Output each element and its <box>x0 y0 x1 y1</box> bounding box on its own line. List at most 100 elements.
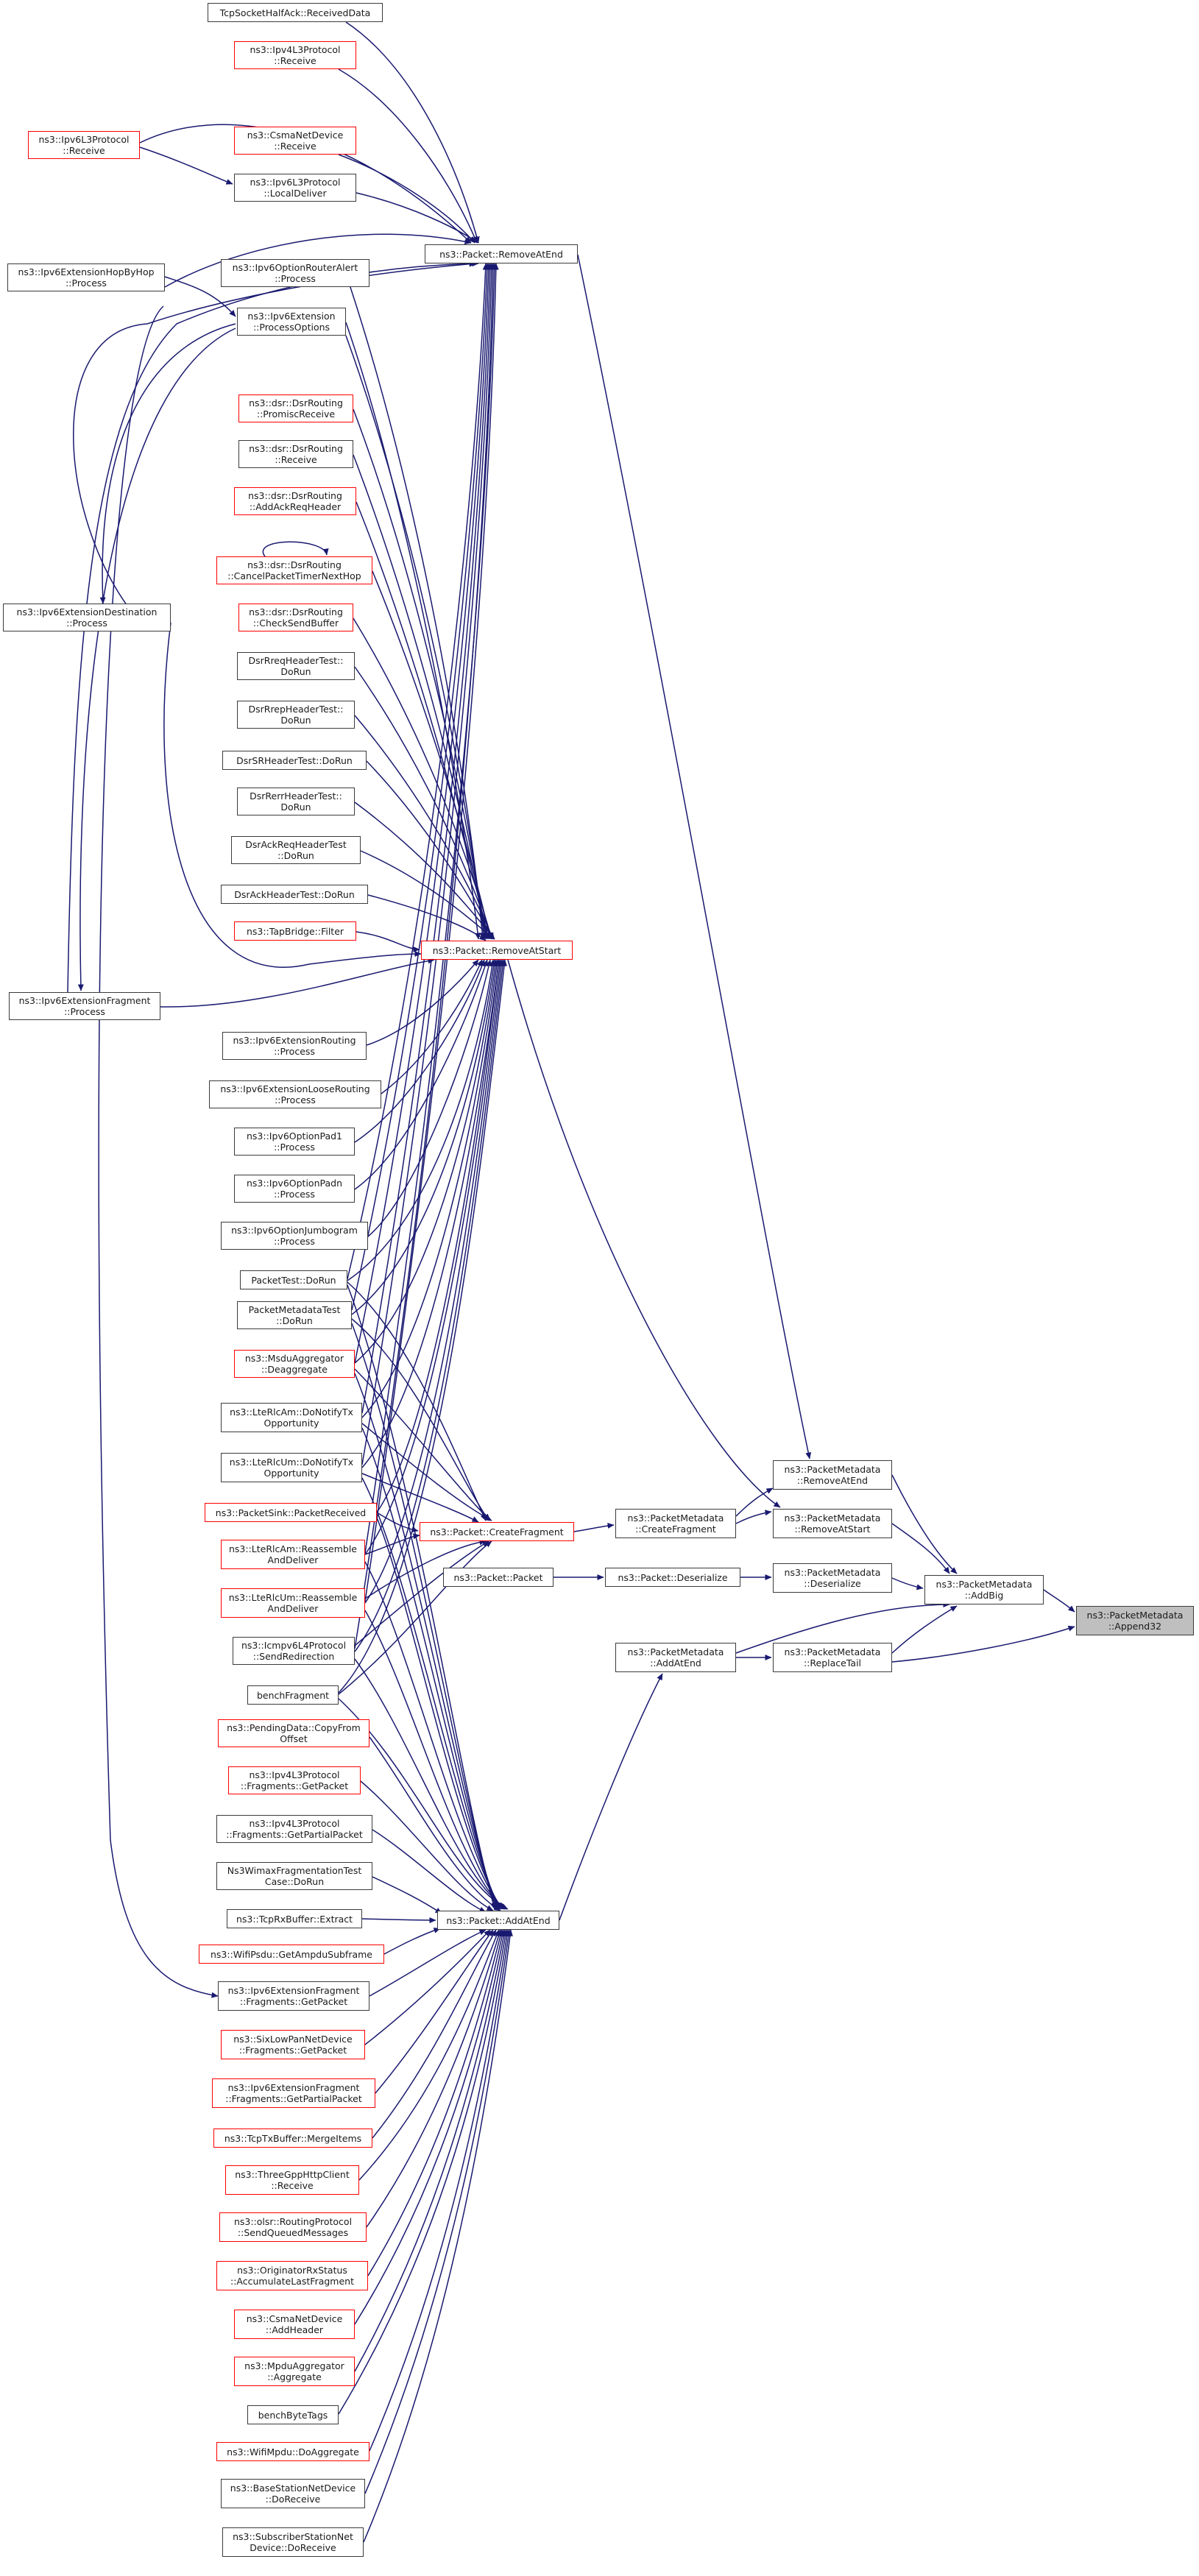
node-label: ns3::WifiPsdu::GetAmpduSubframe <box>210 1948 372 1960</box>
node-ipv6-extension-process-options[interactable]: ns3::Ipv6Extension ::ProcessOptions <box>237 308 346 336</box>
node-dsr-routing-check-send-buffer[interactable]: ns3::dsr::DsrRouting ::CheckSendBuffer <box>238 604 353 631</box>
node-ipv6l3protocol-local-deliver[interactable]: ns3::Ipv6L3Protocol ::LocalDeliver <box>234 174 356 202</box>
node-sixlowpan-net-device-fragments-get-packet[interactable]: ns3::SixLowPanNetDevice ::Fragments::Get… <box>221 2030 365 2059</box>
node-label: ns3::Ipv6ExtensionLooseRouting ::Process <box>220 1083 370 1105</box>
node-packet-metadata-test-do-run[interactable]: PacketMetadataTest ::DoRun <box>237 1301 352 1329</box>
call-edge <box>361 263 493 1414</box>
node-ipv6-option-pad1-process[interactable]: ns3::Ipv6OptionPad1 ::Process <box>234 1128 355 1156</box>
call-edge <box>364 1533 420 1555</box>
call-edge <box>372 1829 487 1913</box>
call-edge <box>351 263 490 1311</box>
node-packet-packet[interactable]: ns3::Packet::Packet <box>443 1568 553 1587</box>
node-mpdu-aggregator-aggregate[interactable]: ns3::MpduAggregator ::Aggregate <box>234 2357 355 2386</box>
node-ipv6-extension-fragment-fragments-get-partial-packet[interactable]: ns3::Ipv6ExtensionFragment ::Fragments::… <box>212 2078 375 2108</box>
node-base-station-net-device-do-receive[interactable]: ns3::BaseStationNetDevice ::DoReceive <box>221 2479 365 2508</box>
call-edge <box>354 263 492 1364</box>
node-packet-test-do-run[interactable]: PacketTest::DoRun <box>240 1270 347 1289</box>
node-wifi-mpdu-do-aggregate[interactable]: ns3::WifiMpdu::DoAggregate <box>216 2442 369 2461</box>
node-pending-data-copy-from-offset[interactable]: ns3::PendingData::CopyFrom Offset <box>218 1719 369 1747</box>
node-ipv6-option-router-alert-process[interactable]: ns3::Ipv6OptionRouterAlert ::Process <box>221 259 369 287</box>
node-dsr-rrep-header-test-do-run[interactable]: DsrRrepHeaderTest:: DoRun <box>237 701 355 729</box>
node-ipv6-extension-destination-process[interactable]: ns3::Ipv6ExtensionDestination ::Process <box>3 604 171 631</box>
node-dsr-ack-req-header-test-do-run[interactable]: DsrAckReqHeaderTest ::DoRun <box>231 836 361 864</box>
node-packet-metadata-add-at-end[interactable]: ns3::PacketMetadata ::AddAtEnd <box>615 1643 736 1672</box>
node-packet-add-at-end[interactable]: ns3::Packet::AddAtEnd <box>437 1911 559 1930</box>
node-tcp-socket-half-ack-received-data[interactable]: TcpSocketHalfAck::ReceivedData <box>208 3 383 22</box>
node-packet-metadata-remove-at-end[interactable]: ns3::PacketMetadata ::RemoveAtEnd <box>773 1460 892 1490</box>
node-ipv6l3protocol-receive[interactable]: ns3::Ipv6L3Protocol ::Receive <box>28 131 140 159</box>
node-ipv6-option-jumbogram-process[interactable]: ns3::Ipv6OptionJumbogram ::Process <box>221 1222 368 1250</box>
node-label: ns3::ThreeGppHttpClient ::Receive <box>235 2169 350 2191</box>
node-lte-rlc-am-reassemble-and-deliver[interactable]: ns3::LteRlcAm::Reassemble AndDeliver <box>221 1540 365 1569</box>
node-packet-create-fragment[interactable]: ns3::Packet::CreateFragment <box>420 1522 574 1541</box>
node-packet-deserialize[interactable]: ns3::Packet::Deserialize <box>605 1568 740 1587</box>
node-dsr-sr-header-test-do-run[interactable]: DsrSRHeaderTest::DoRun <box>222 751 367 770</box>
node-lte-rlc-um-reassemble-and-deliver[interactable]: ns3::LteRlcUm::Reassemble AndDeliver <box>221 1588 365 1618</box>
node-packet-sink-packet-received[interactable]: ns3::PacketSink::PacketReceived <box>205 1503 377 1522</box>
node-subscriber-station-net-device-do-receive[interactable]: ns3::SubscriberStationNet Device::DoRece… <box>222 2527 364 2557</box>
node-label: DsrAckHeaderTest::DoRun <box>234 888 355 900</box>
node-dsr-routing-promisc-receive[interactable]: ns3::dsr::DsrRouting ::PromiscReceive <box>238 394 353 422</box>
call-edge <box>364 959 503 1555</box>
node-label: ns3::PacketMetadata ::Append32 <box>1086 1610 1184 1632</box>
node-packet-metadata-deserialize[interactable]: ns3::PacketMetadata ::Deserialize <box>773 1563 892 1593</box>
call-edge <box>347 1281 487 1521</box>
node-ipv6-option-padn-process[interactable]: ns3::Ipv6OptionPadn ::Process <box>234 1175 355 1203</box>
node-dsr-routing-receive[interactable]: ns3::dsr::DsrRouting ::Receive <box>238 440 353 468</box>
call-edge <box>354 666 493 940</box>
node-label: ns3::PacketMetadata ::ReplaceTail <box>784 1646 881 1669</box>
node-icmpv6-l4-protocol-send-redirection[interactable]: ns3::Icmpv6L4Protocol ::SendRedirection <box>233 1637 355 1665</box>
node-ipv6-extension-routing-process[interactable]: ns3::Ipv6ExtensionRouting ::Process <box>222 1032 367 1060</box>
node-dsr-rreq-header-test-do-run[interactable]: DsrRreqHeaderTest:: DoRun <box>237 652 355 680</box>
node-lte-rlc-um-do-notify-tx-opportunity[interactable]: ns3::LteRlcUm::DoNotifyTx Opportunity <box>221 1453 362 1482</box>
node-packet-metadata-add-big[interactable]: ns3::PacketMetadata ::AddBig <box>924 1575 1044 1604</box>
node-csma-net-device-add-header[interactable]: ns3::CsmaNetDevice ::AddHeader <box>234 2310 355 2339</box>
node-three-gpp-http-client-receive[interactable]: ns3::ThreeGppHttpClient ::Receive <box>225 2165 359 2195</box>
node-label: ns3::CsmaNetDevice ::Receive <box>247 130 344 152</box>
call-edge <box>577 254 812 1459</box>
node-label: ns3::PacketMetadata ::CreateFragment <box>627 1512 724 1535</box>
node-ns3-wimax-fragmentation-test-case-do-run[interactable]: Ns3WimaxFragmentationTest Case::DoRun <box>216 1862 372 1890</box>
node-label: ns3::Packet::RemoveAtStart <box>432 944 562 956</box>
node-tap-bridge-filter[interactable]: ns3::TapBridge::Filter <box>234 921 356 941</box>
node-ipv4l3protocol-fragments-get-partial-packet[interactable]: ns3::Ipv4L3Protocol ::Fragments::GetPart… <box>216 1815 372 1843</box>
call-edge <box>354 1373 498 1910</box>
node-ipv6-extension-fragment-process[interactable]: ns3::Ipv6ExtensionFragment ::Process <box>9 992 160 1020</box>
node-msdu-aggregator-deaggregate[interactable]: ns3::MsduAggregator ::Deaggregate <box>234 1350 355 1378</box>
node-label: DsrAckReqHeaderTest ::DoRun <box>245 839 347 861</box>
node-ipv4l3protocol-fragments-get-packet[interactable]: ns3::Ipv4L3Protocol ::Fragments::GetPack… <box>228 1766 361 1794</box>
call-edge <box>366 760 494 940</box>
node-packet-remove-at-end[interactable]: ns3::Packet::RemoveAtEnd <box>425 244 578 263</box>
node-dsr-ack-header-test-do-run[interactable]: DsrAckHeaderTest::DoRun <box>221 885 368 904</box>
call-edge <box>354 959 498 1364</box>
node-csma-net-device-receive[interactable]: ns3::CsmaNetDevice ::Receive <box>234 127 356 155</box>
call-edge <box>338 154 475 244</box>
node-packet-remove-at-start[interactable]: ns3::Packet::RemoveAtStart <box>421 941 573 960</box>
node-dsr-rerr-header-test-do-run[interactable]: DsrRerrHeaderTest:: DoRun <box>237 788 355 815</box>
node-packet-metadata-append32: ns3::PacketMetadata ::Append32 <box>1076 1606 1194 1635</box>
node-originator-rx-status-accumulate-last-fragment[interactable]: ns3::OriginatorRxStatus ::AccumulateLast… <box>216 2261 368 2290</box>
call-edge <box>358 1929 500 2181</box>
node-label: ns3::dsr::DsrRouting ::PromiscReceive <box>249 397 343 420</box>
node-ipv6-extension-hop-by-hop-process[interactable]: ns3::Ipv6ExtensionHopByHop ::Process <box>7 263 165 291</box>
node-ipv4l3protocol-receive[interactable]: ns3::Ipv4L3Protocol ::Receive <box>234 41 356 69</box>
node-packet-metadata-replace-tail[interactable]: ns3::PacketMetadata ::ReplaceTail <box>773 1643 892 1672</box>
call-edge <box>98 305 219 1998</box>
node-wifi-psdu-get-ampdu-subframe[interactable]: ns3::WifiPsdu::GetAmpduSubframe <box>199 1945 384 1964</box>
node-packet-metadata-remove-at-start[interactable]: ns3::PacketMetadata ::RemoveAtStart <box>773 1509 892 1538</box>
node-dsr-routing-cancel-packet-timer-next-hop[interactable]: ns3::dsr::DsrRouting ::CancelPacketTimer… <box>216 556 372 584</box>
node-bench-fragment[interactable]: benchFragment <box>247 1685 339 1705</box>
call-edge <box>369 1929 510 2452</box>
node-tcp-rx-buffer-extract[interactable]: ns3::TcpRxBuffer::Extract <box>227 1909 362 1928</box>
node-tcp-tx-buffer-merge-items[interactable]: ns3::TcpTxBuffer::MergeItems <box>213 2129 372 2148</box>
node-lte-rlc-am-do-notify-tx-opportunity[interactable]: ns3::LteRlcAm::DoNotifyTx Opportunity <box>221 1403 362 1432</box>
node-dsr-routing-add-ack-req-header[interactable]: ns3::dsr::DsrRouting ::AddAckReqHeader <box>234 487 356 515</box>
node-label: ns3::CsmaNetDevice ::AddHeader <box>246 2313 343 2335</box>
node-packet-metadata-create-fragment[interactable]: ns3::PacketMetadata ::CreateFragment <box>615 1509 736 1538</box>
node-ipv6-extension-fragment-fragments-get-packet[interactable]: ns3::Ipv6ExtensionFragment ::Fragments::… <box>218 1981 369 2011</box>
node-bench-byte-tags[interactable]: benchByteTags <box>247 2405 339 2424</box>
call-edge <box>356 192 479 244</box>
node-label: ns3::PacketMetadata ::RemoveAtStart <box>784 1512 881 1535</box>
node-olsr-routing-protocol-send-queued-messages[interactable]: ns3::olsr::RoutingProtocol ::SendQueuedM… <box>219 2212 367 2242</box>
node-ipv6-extension-loose-routing-process[interactable]: ns3::Ipv6ExtensionLooseRouting ::Process <box>209 1080 381 1108</box>
